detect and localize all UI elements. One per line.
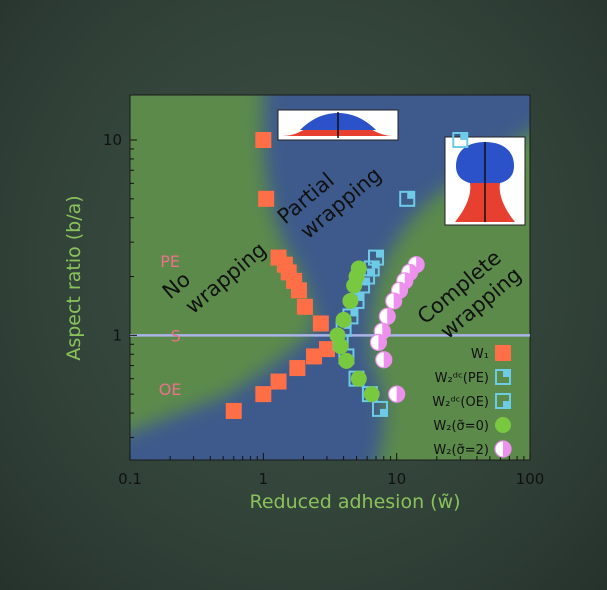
series-3-point	[342, 292, 359, 309]
series-4-point-half	[416, 256, 425, 273]
series-4-point-half	[404, 272, 413, 289]
series-1-point-corner	[371, 261, 379, 269]
legend: W₁ W₂ᵈᶜ(PE) W₂ᵈᶜ(OE) W₂(σ̃=0) W₂(σ̃=2)	[432, 345, 512, 458]
series-0-point	[258, 190, 275, 207]
series-1-point-corner	[362, 278, 370, 286]
legend-label: W₂(σ̃=2)	[433, 443, 489, 458]
legend-marker	[494, 440, 512, 458]
series-0	[225, 132, 335, 419]
series-4-point	[378, 307, 396, 326]
legend-marker	[495, 417, 511, 433]
series-1-point	[399, 190, 416, 207]
y-axis-title: Aspect ratio (b/a)	[63, 195, 85, 360]
data-points	[225, 132, 469, 419]
series-1-point-corner	[367, 269, 375, 277]
shape-labels: PE S OE	[159, 252, 182, 399]
x-tick-label: 1	[259, 470, 269, 488]
series-3-point	[335, 311, 352, 328]
legend-marker-corner	[503, 401, 510, 408]
series-1-point-corner	[350, 309, 358, 317]
x-axis-title: Reduced adhesion (w̃)	[249, 491, 460, 513]
legend-marker	[495, 345, 511, 361]
series-0-point	[318, 341, 335, 358]
legend-label: W₁	[471, 347, 489, 362]
series-3-point	[346, 277, 363, 294]
series-4-point-half	[383, 351, 392, 368]
series-1-point	[452, 132, 469, 149]
legend-label: W₂ᵈᶜ(PE)	[435, 371, 489, 386]
y-tick-label: 10	[103, 131, 122, 149]
series-1-point-corner	[407, 191, 415, 199]
legend-marker-corner	[503, 370, 510, 377]
plot-frame	[129, 94, 531, 461]
series-0-point	[290, 282, 307, 299]
series-4-point	[375, 351, 393, 369]
legend-label: W₂(σ̃=0)	[433, 419, 489, 434]
series-0-point	[225, 402, 242, 419]
legend-label: W₂ᵈᶜ(OE)	[432, 395, 489, 410]
series-0-point	[312, 315, 329, 332]
series-0-point	[270, 373, 287, 390]
series-0-point	[255, 132, 272, 149]
legend-marker	[495, 393, 511, 409]
series-4-point	[388, 385, 406, 403]
series-0-point	[296, 298, 313, 315]
series-4-point-half	[382, 323, 391, 340]
shape-label-s: S	[171, 326, 181, 345]
legend-marker-half	[503, 441, 511, 457]
series-1-point-corner	[376, 250, 384, 258]
series-2-point	[372, 400, 389, 417]
series-4-point	[385, 292, 403, 310]
legend-marker	[495, 369, 511, 385]
shape-label-oe: OE	[159, 380, 182, 399]
series-4-point-half	[393, 292, 402, 309]
series-3-point	[350, 370, 367, 387]
series-4-point	[369, 333, 388, 352]
x-tick-label: 0.1	[118, 470, 142, 488]
series-4	[369, 256, 425, 403]
series-4-point-half	[387, 308, 396, 325]
shape-label-pe: PE	[160, 252, 180, 271]
partial-wrapping-inset	[277, 109, 399, 141]
series-4-point-half	[378, 334, 387, 351]
series-0-point	[306, 348, 323, 365]
series-3	[329, 260, 380, 403]
series-4-point-half	[396, 386, 405, 403]
series-2-point-corner	[380, 408, 388, 416]
region-no-wrapping	[130, 95, 318, 433]
series-0-point	[289, 360, 306, 377]
x-tick-label: 10	[387, 470, 406, 488]
series-3-point	[332, 338, 349, 355]
series-0-point	[255, 386, 272, 403]
series-3-point	[338, 352, 355, 369]
complete-wrapping-inset	[444, 136, 526, 226]
y-tick-label: 1	[112, 326, 122, 344]
axis-ticks: 0.1 1 10 100 1 10	[103, 131, 544, 488]
series-3-point	[363, 386, 380, 403]
series-1-point-corner	[356, 293, 364, 301]
series-1-point-corner	[460, 133, 468, 141]
x-tick-label: 100	[516, 470, 545, 488]
series-4-point-half	[399, 282, 408, 299]
